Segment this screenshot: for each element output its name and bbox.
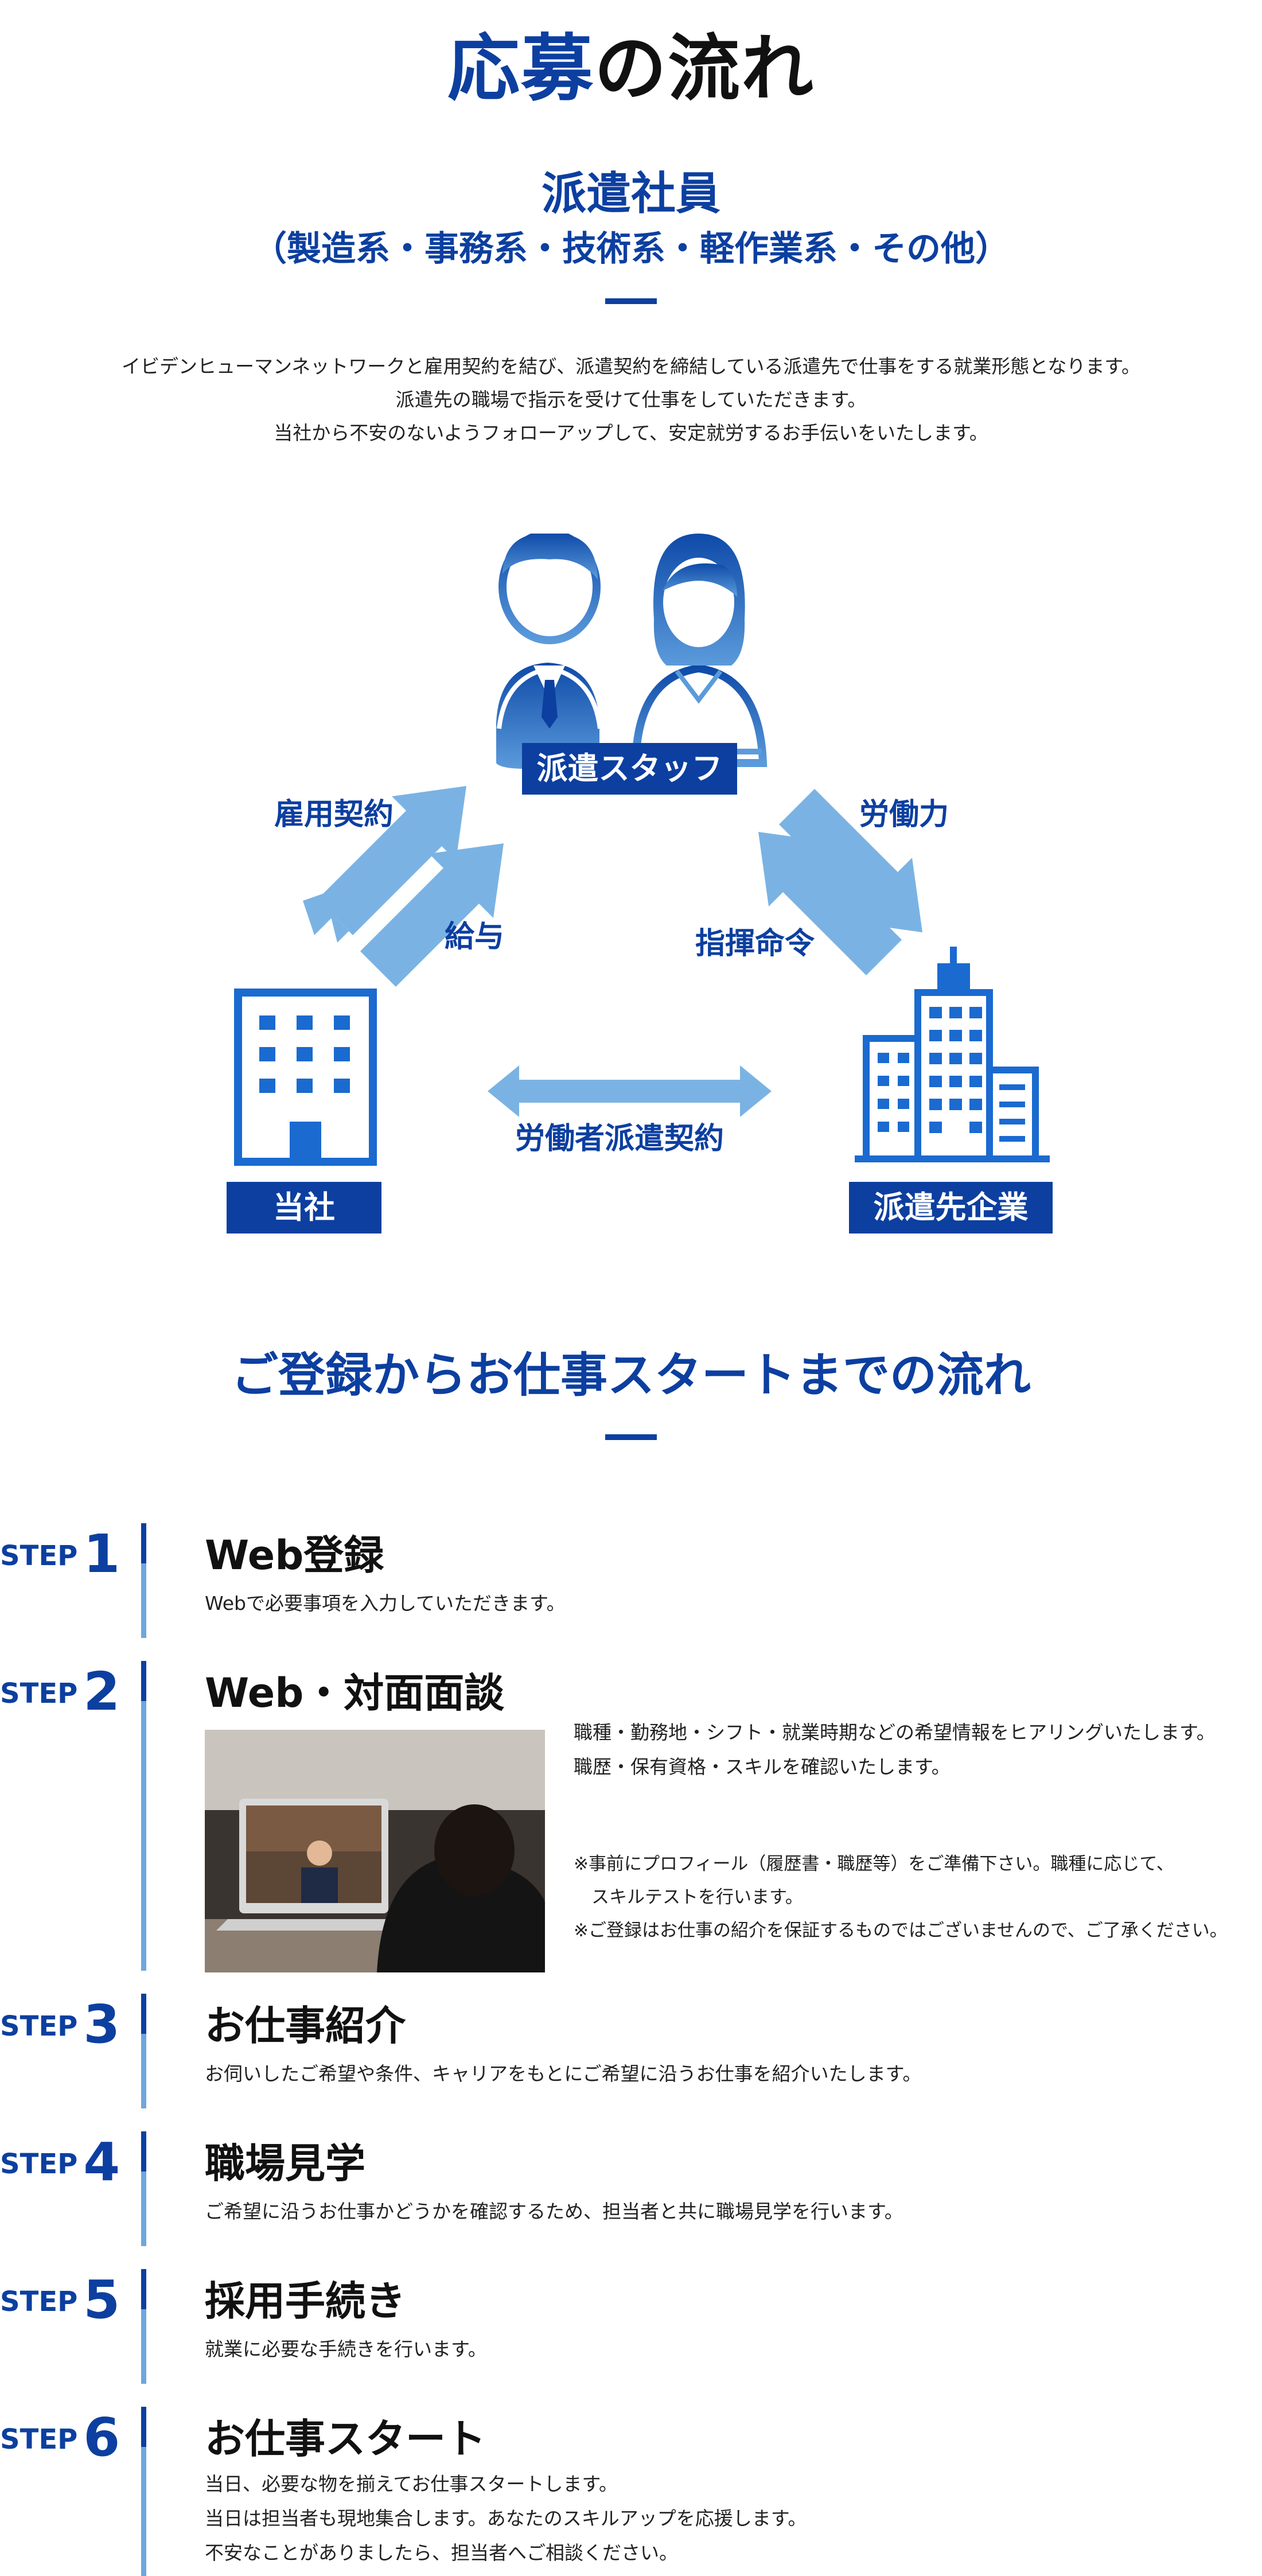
label-haken-keiyaku: 労働者派遣契約 <box>515 1122 725 1156</box>
step-line-accent <box>141 2131 146 2172</box>
step-word: STEP <box>0 2286 78 2318</box>
title-divider <box>605 298 657 304</box>
arrow-shiki <box>758 832 902 975</box>
step-text: 職種・勤務地・シフト・就業時期などの希望情報をヒアリングいたします。 職歴・保有… <box>574 1715 1216 1784</box>
male-staff-icon <box>496 534 602 769</box>
label-roudouryoku: 労働力 <box>859 797 949 832</box>
step-line-accent <box>141 2269 146 2309</box>
label-koyou-keiyaku: 雇用契約 <box>274 797 394 832</box>
arrow-koyou-head <box>303 889 336 935</box>
interview-photo <box>205 1730 545 1972</box>
flow-title: ご登録からお仕事スタートまでの流れ <box>231 1348 1031 1403</box>
step-line-accent <box>141 1994 146 2034</box>
diagram-graphics <box>234 534 1050 1166</box>
label-kyuyo: 給与 <box>445 920 505 954</box>
relationship-diagram: 派遣スタッフ 当社 派遣先企業 雇用契約 給与 労働力 指揮命令 労働者派遣契約 <box>0 534 1262 1256</box>
intro-line: 派遣先の職場で指示を受けて仕事をしていただきます。 <box>395 388 867 411</box>
step-title: 採用手続き <box>205 2278 406 2325</box>
arrow-haken-contract <box>488 1065 772 1117</box>
label-shiki-meirei: 指揮命令 <box>695 927 815 961</box>
step-text-line: 当日は担当者も現地集合します。あなたのスキルアップを応援します。 <box>205 2507 807 2530</box>
step-number: 4 <box>83 2131 120 2193</box>
step-number: 6 <box>83 2407 120 2468</box>
step-title: 職場見学 <box>205 2140 365 2187</box>
step-text: 当日、必要な物を揃えてお仕事スタートします。 当日は担当者も現地集合します。あな… <box>205 2467 807 2570</box>
step-line <box>141 2407 146 2576</box>
step-text: 就業に必要な手続きを行います。 <box>205 2338 487 2360</box>
intro-line: 当社から不安のないようフォローアップして、安定就労するお手伝いをいたします。 <box>274 422 988 444</box>
page-title: 応募の流れ <box>0 10 1262 115</box>
step-number: 5 <box>83 2269 120 2330</box>
arrow-kyuyo <box>360 843 504 987</box>
step-word: STEP <box>0 1540 78 1572</box>
step-note-line: ※ご登録はお仕事の紹介を保証するものではございませんので、ご了承ください。 <box>574 1920 1228 1941</box>
step-number: 2 <box>83 1661 120 1722</box>
step-text-line: 職歴・保有資格・スキルを確認いたします。 <box>574 1756 951 1778</box>
client-buildings-icon <box>855 947 1050 1162</box>
company-building-icon <box>234 989 377 1166</box>
step-word: STEP <box>0 2423 78 2456</box>
section-subtitle-haken: （製造系・事務系・技術系・軽作業系・その他） <box>252 229 1010 269</box>
step-line-accent <box>141 1661 146 1701</box>
female-staff-icon <box>631 534 768 767</box>
step-word: STEP <box>0 2010 78 2042</box>
label-haken-staff: 派遣スタッフ <box>522 743 737 795</box>
step-number: 3 <box>83 1994 120 2055</box>
flow-divider <box>605 1434 657 1440</box>
step-title: お仕事紹介 <box>205 2002 406 2049</box>
section-title-haken: 派遣社員 <box>541 168 720 220</box>
intro-line: イビデンヒューマンネットワークと雇用契約を結び、派遣契約を締結している派遣先で仕… <box>121 355 1141 378</box>
step-line <box>141 1523 146 1638</box>
label-client-company: 派遣先企業 <box>849 1182 1053 1233</box>
page-title-rest: の流れ <box>594 26 815 111</box>
interview-photo-image <box>205 1730 545 1972</box>
step-line-accent <box>141 1523 146 1563</box>
step-number: 1 <box>83 1523 120 1585</box>
step-text-line: 職種・勤務地・シフト・就業時期などの希望情報をヒアリングいたします。 <box>574 1721 1216 1744</box>
client-building-windows <box>878 1007 1025 1142</box>
page-title-highlight: 応募 <box>447 26 594 111</box>
step-note-line: スキルテストを行います。 <box>574 1887 803 1908</box>
step-title: Web・対面面談 <box>205 1670 505 1717</box>
step-line-accent <box>141 2407 146 2447</box>
step-word: STEP <box>0 2148 78 2180</box>
step-text: Webで必要事項を入力していただきます。 <box>205 1592 566 1614</box>
step-text: ご希望に沿うお仕事かどうかを確認するため、担当者と共に職場見学を行います。 <box>205 2200 903 2223</box>
step-line <box>141 2269 146 2384</box>
intro-text: イビデンヒューマンネットワークと雇用契約を結び、派遣契約を締結している派遣先で仕… <box>0 350 1262 450</box>
step-line <box>141 1661 146 1971</box>
step-notes: ※事前にプロフィール（履歴書・職歴等）をご準備下さい。職種に応じて、 スキルテス… <box>574 1847 1228 1947</box>
step-line <box>141 2131 146 2246</box>
step-title: お仕事スタート <box>205 2415 486 2462</box>
label-company: 当社 <box>227 1182 381 1233</box>
step-title: Web登録 <box>205 1532 384 1579</box>
step-text: お伺いしたご希望や条件、キャリアをもとにご希望に沿うお仕事を紹介いたします。 <box>205 2063 922 2085</box>
step-word: STEP <box>0 1678 78 1710</box>
arrow-roudou <box>779 789 922 932</box>
step-text-line: 不安なことがありましたら、担当者へご相談ください。 <box>205 2542 678 2564</box>
step-note-line: ※事前にプロフィール（履歴書・職歴等）をご準備下さい。職種に応じて、 <box>574 1854 1174 1874</box>
step-line <box>141 1994 146 2108</box>
step-text-line: 当日、必要な物を揃えてお仕事スタートします。 <box>205 2473 618 2495</box>
